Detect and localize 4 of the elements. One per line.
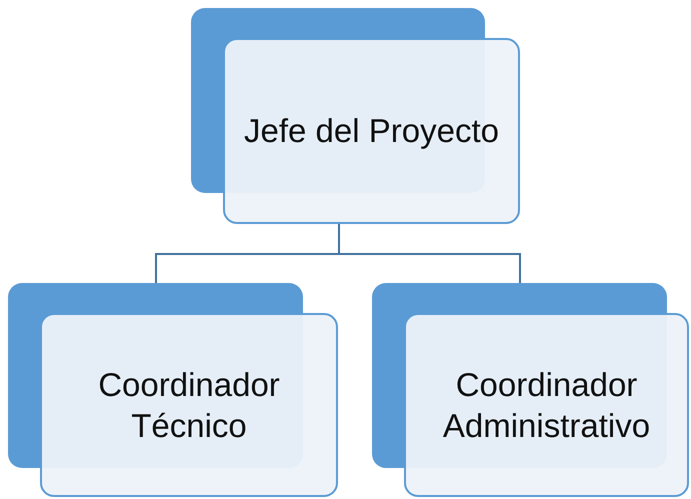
node-label: Coordinador Administrativo (442, 364, 652, 446)
node-label: Jefe del Proyecto (244, 111, 499, 152)
node-label: Coordinador Técnico (97, 364, 281, 446)
connector-line (338, 224, 521, 283)
